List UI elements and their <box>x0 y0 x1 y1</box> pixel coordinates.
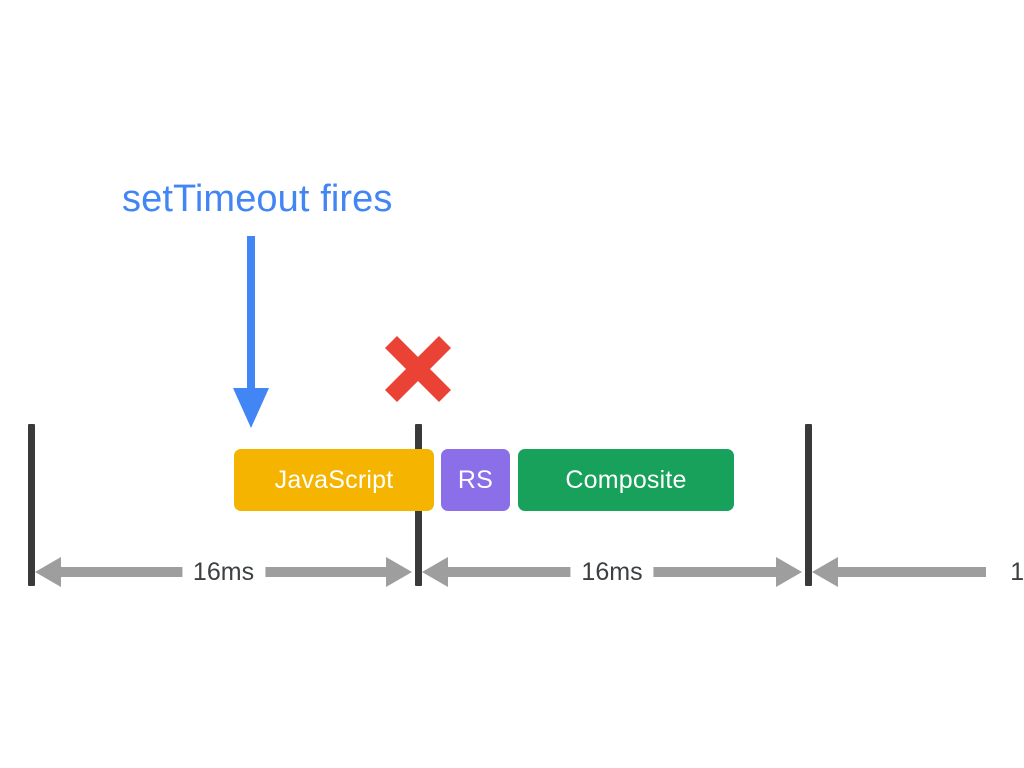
double-arrow-icon <box>812 557 986 587</box>
task-bar-recalc-style[interactable]: RS <box>441 449 510 511</box>
task-bar-composite[interactable]: Composite <box>518 449 734 511</box>
red-x-icon <box>381 332 455 406</box>
down-arrow-glyph <box>233 236 269 428</box>
frame-duration-1: 16ms <box>422 552 802 592</box>
task-bar-javascript[interactable]: JavaScript <box>234 449 434 511</box>
frame-boundary-tick-0 <box>28 424 35 586</box>
frame-duration-label-2: 16 <box>999 558 1024 586</box>
frame-duration-2: 16 <box>812 552 1024 592</box>
frame-duration-0: 16ms <box>35 552 412 592</box>
frame-duration-label-1: 16ms <box>570 558 654 586</box>
down-arrow-icon <box>228 236 274 428</box>
frame-boundary-tick-2 <box>805 424 812 586</box>
frame-duration-label-0: 16ms <box>181 558 266 586</box>
red-x-glyph <box>384 335 452 403</box>
settimeout-annotation-label: setTimeout fires <box>122 178 393 220</box>
